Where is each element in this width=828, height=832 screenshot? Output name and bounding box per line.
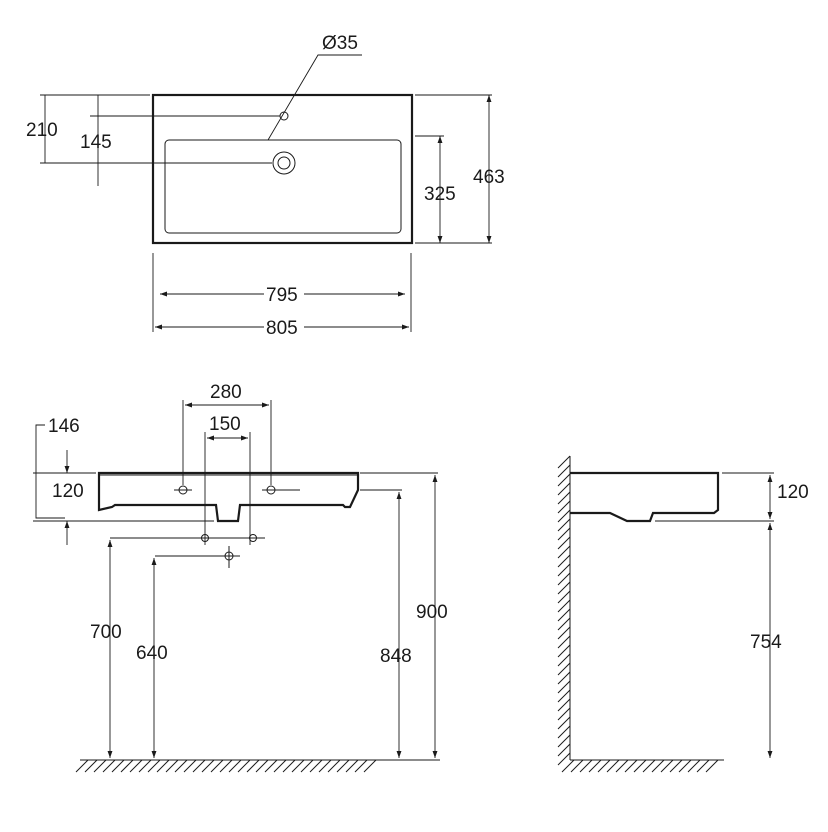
top-view: Ø35 210 145 325 463 795 805 (26, 33, 505, 339)
basin-outline-front (97, 471, 360, 523)
tap-hole-left-icon (174, 485, 192, 495)
height-463-label: 463 (473, 167, 505, 188)
basin-outline-side (570, 471, 720, 523)
height-900-label: 900 (416, 602, 448, 623)
side-height-120-label: 120 (777, 482, 809, 503)
depth-210-label: 210 (26, 120, 58, 141)
side-height-754-label: 754 (750, 632, 782, 653)
waste-outlet-icon (224, 546, 234, 568)
height-120-label: 120 (52, 481, 84, 502)
width-795-label: 795 (266, 285, 298, 306)
depth-145-label: 145 (80, 132, 112, 153)
connection-right-icon (249, 534, 257, 542)
hole-diameter-label: Ø35 (322, 33, 358, 54)
floor-hatch-side (561, 759, 719, 773)
wall-hatch (557, 455, 571, 766)
drain-icon (272, 151, 296, 175)
basin-outline-top (151, 93, 414, 245)
front-view: 280 150 146 120 700 640 (33, 382, 448, 773)
diameter-leader (267, 54, 362, 141)
width-805-label: 805 (266, 318, 298, 339)
height-325-label: 325 (424, 184, 456, 205)
offset-146-label: 146 (48, 416, 80, 437)
tap-hole-right-icon (262, 485, 300, 495)
basin-bowl-top (164, 139, 402, 234)
connection-left-icon (201, 534, 209, 542)
height-848-label: 848 (380, 646, 412, 667)
width-280-label: 280 (210, 382, 242, 403)
height-640-label: 640 (136, 643, 168, 664)
height-700-label: 700 (90, 622, 122, 643)
floor-hatch-front (75, 759, 377, 773)
width-150-label: 150 (209, 414, 241, 435)
side-view: 120 754 (557, 455, 809, 773)
